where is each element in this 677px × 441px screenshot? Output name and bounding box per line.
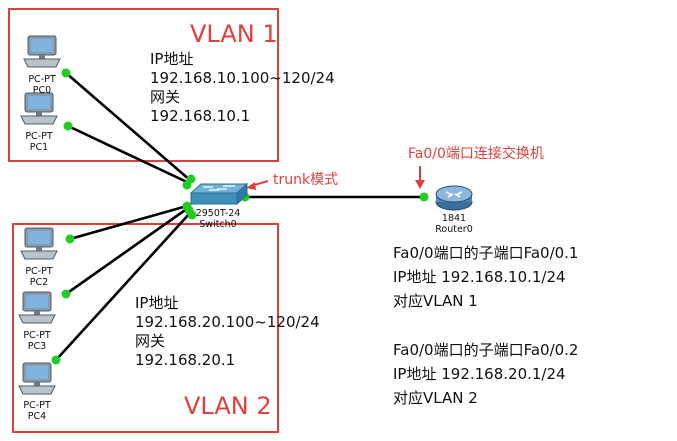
vlan1-title: VLAN 1	[190, 20, 278, 48]
port-dot	[182, 180, 192, 190]
vlan2-frame	[12, 223, 279, 433]
vlan2-title: VLAN 2	[184, 392, 272, 420]
gateway-label: 网关	[150, 88, 181, 106]
pc-model: PC-PT	[25, 266, 53, 277]
link-pc2-switch	[69, 204, 188, 241]
vlan2-info: IP地址 192.168.20.100~120/24 网关 192.168.20…	[135, 294, 320, 370]
switch-label: 2950T-24 Switch0	[186, 208, 250, 230]
subinterface-2-info: Fa0/0端口的子端口Fa0/0.2 IP地址 192.168.20.1/24 …	[393, 338, 578, 410]
subinterface-line: IP地址 192.168.20.1/24	[393, 365, 566, 383]
pc-icon[interactable]	[19, 227, 59, 261]
vlan1-info: IP地址 192.168.10.100~120/24 网关 192.168.10…	[150, 50, 335, 126]
port-dot	[419, 192, 429, 202]
pc4-label: PC-PT PC4	[16, 400, 58, 422]
port-dot	[61, 289, 71, 299]
pc2-label: PC-PT PC2	[18, 266, 60, 288]
subinterface-line: Fa0/0端口的子端口Fa0/0.2	[393, 341, 579, 359]
router-model: 1841	[441, 213, 467, 224]
pc-icon[interactable]	[22, 35, 62, 69]
router-icon[interactable]	[434, 184, 474, 212]
pc3-label: PC-PT PC3	[16, 330, 58, 352]
link-pc4-switch	[55, 212, 191, 361]
port-dot	[61, 68, 71, 78]
subinterface-line: Fa0/0端口的子端口Fa0/0.1	[393, 244, 579, 262]
router-port-arrow-head	[415, 180, 425, 189]
subinterface-1-info: Fa0/0端口的子端口Fa0/0.1 IP地址 192.168.10.1/24 …	[393, 241, 578, 313]
ip-label: IP地址	[135, 294, 179, 312]
router-name: Router0	[435, 224, 473, 235]
pc-icon[interactable]	[17, 362, 57, 396]
pc-model: PC-PT	[25, 131, 53, 142]
gateway-label: 网关	[135, 332, 166, 350]
subinterface-line: 对应VLAN 1	[393, 292, 478, 310]
ip-range: 192.168.10.100~120/24	[150, 69, 335, 87]
switch-name: Switch0	[199, 219, 237, 230]
link-pc3-switch	[65, 206, 189, 296]
subinterface-line: IP地址 192.168.10.1/24	[393, 268, 566, 286]
router-label: 1841 Router0	[430, 213, 478, 235]
trunk-note: trunk模式	[273, 172, 339, 188]
pc-model: PC-PT	[23, 400, 51, 411]
subinterface-line: 对应VLAN 2	[393, 389, 478, 407]
pc-model: PC-PT	[28, 74, 56, 85]
pc-name: PC3	[27, 341, 47, 352]
pc-name: PC4	[27, 411, 47, 422]
gateway-value: 192.168.10.1	[150, 107, 251, 125]
switch-icon[interactable]	[189, 182, 249, 208]
pc0-label: PC-PT PC0	[21, 74, 63, 96]
port-dot	[187, 210, 197, 220]
router-port-note: Fa0/0端口连接交换机	[408, 146, 544, 162]
link-pc0-switch	[65, 72, 192, 182]
ip-label: IP地址	[150, 50, 194, 68]
trunk-arrow-head	[246, 182, 256, 190]
pc-name: PC2	[29, 277, 49, 288]
pc-icon[interactable]	[17, 291, 57, 325]
pc1-label: PC-PT PC1	[18, 131, 60, 153]
port-dot	[51, 355, 61, 365]
pc-name: PC0	[32, 85, 52, 96]
pc-name: PC1	[29, 142, 49, 153]
pc-model: PC-PT	[23, 330, 51, 341]
ip-range: 192.168.20.100~120/24	[135, 313, 320, 331]
gateway-value: 192.168.20.1	[135, 351, 236, 369]
switch-model: 2950T-24	[195, 208, 241, 219]
link-pc1-switch	[67, 124, 190, 185]
port-dot	[63, 121, 73, 131]
pc-icon[interactable]	[19, 92, 59, 126]
port-dot	[65, 234, 75, 244]
